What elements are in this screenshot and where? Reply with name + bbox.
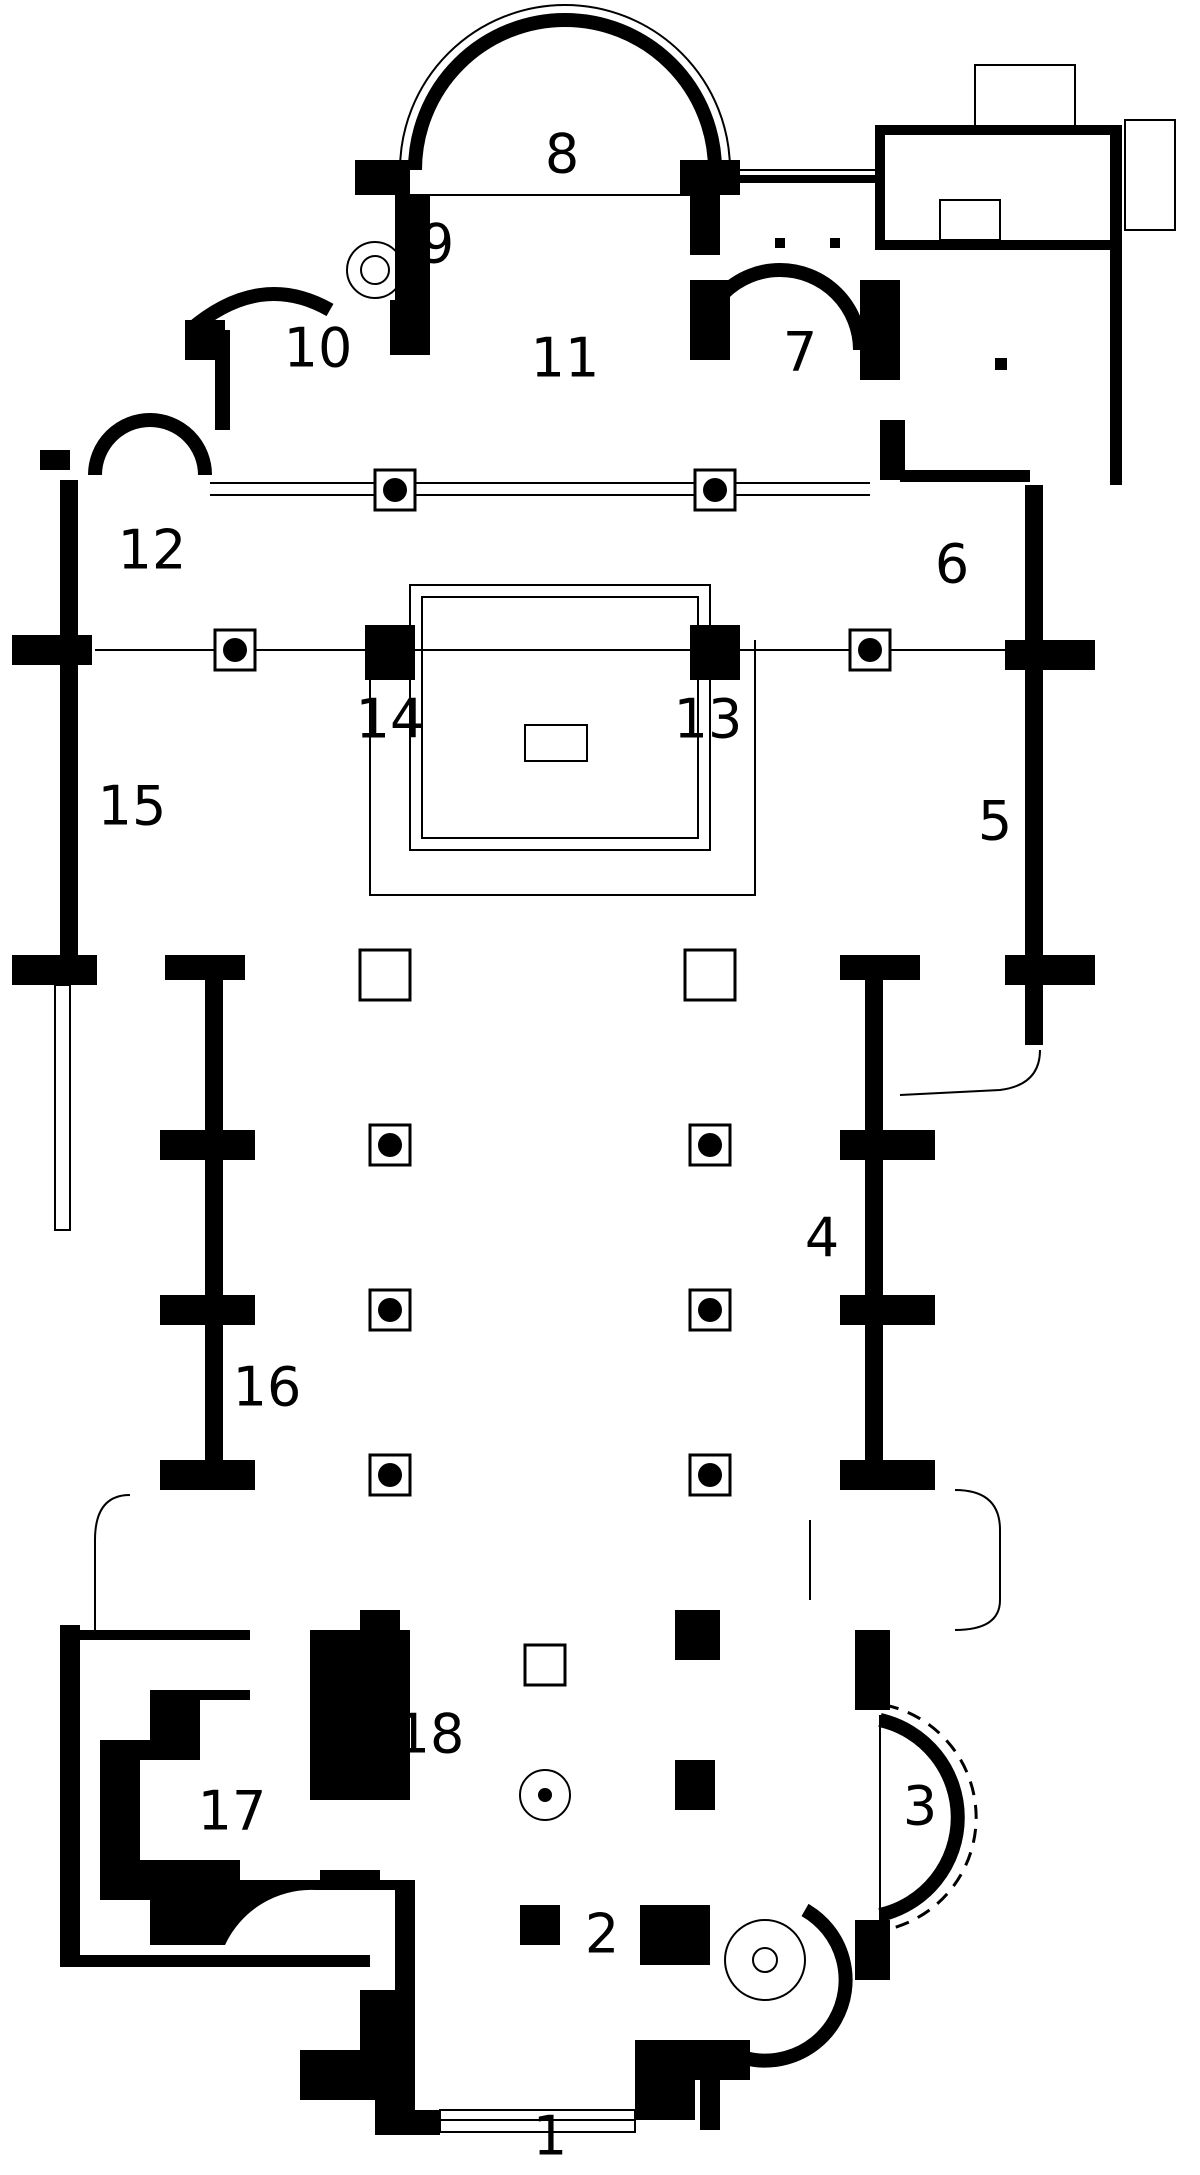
apse-8-wall <box>355 4 740 196</box>
label-14: 14 <box>356 688 425 751</box>
label-2: 2 <box>585 1903 619 1966</box>
label-5: 5 <box>978 790 1012 853</box>
choir-11-walls <box>185 195 900 430</box>
label-12: 12 <box>118 519 187 582</box>
label-3: 3 <box>903 1775 937 1838</box>
west-end <box>60 1610 978 2135</box>
nave-walls <box>94 955 1001 1640</box>
nave-columns <box>213 468 892 1497</box>
label-10: 10 <box>284 317 353 380</box>
label-1: 1 <box>533 2105 567 2168</box>
crossing-square <box>365 584 756 896</box>
label-4: 4 <box>805 1207 839 1270</box>
annex-top-right <box>719 64 1176 485</box>
label-7: 7 <box>783 321 817 384</box>
label-16: 16 <box>233 1356 302 1419</box>
label-9: 9 <box>420 213 454 276</box>
label-11: 11 <box>531 327 600 390</box>
label-8: 8 <box>545 123 579 186</box>
room-labels: 1 2 3 4 5 6 7 8 9 10 11 12 13 14 15 16 1… <box>98 123 1013 2168</box>
label-18: 18 <box>396 1703 465 1766</box>
label-17: 17 <box>198 1780 267 1843</box>
label-6: 6 <box>935 533 969 596</box>
label-13: 13 <box>674 688 743 751</box>
label-15: 15 <box>98 775 167 838</box>
